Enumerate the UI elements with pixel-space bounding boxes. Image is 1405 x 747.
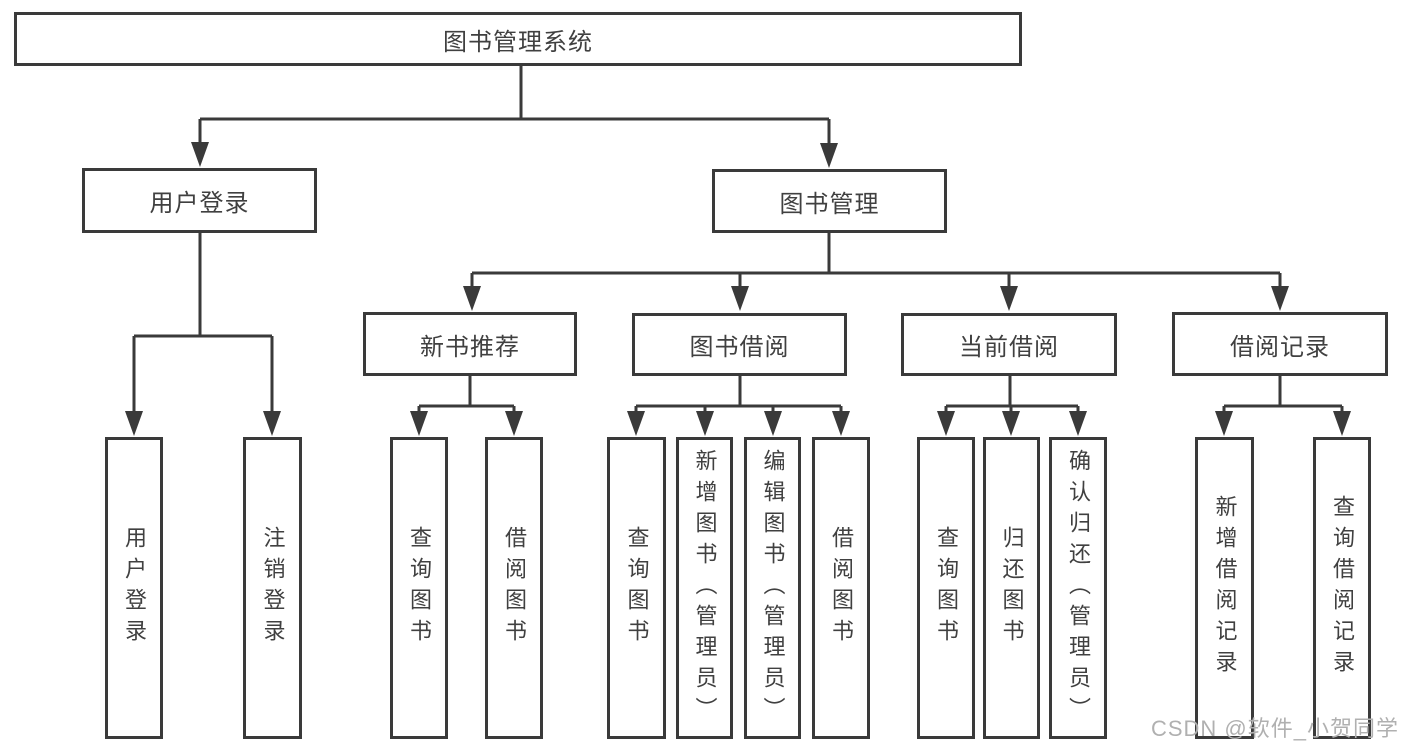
node-user-login: 用户登录	[82, 168, 317, 233]
node-borrow-records-label: 借阅记录	[1230, 333, 1330, 361]
leaf-return-books-label: 归还图书	[999, 526, 1025, 650]
leaf-borrow-books-recommend: 借阅图书	[485, 437, 543, 739]
leaf-query-books-recommend-label: 查询图书	[407, 526, 432, 650]
leaf-query-books-recommend: 查询图书	[390, 437, 448, 739]
leaf-query-books-borrow-label: 查询图书	[624, 526, 650, 650]
node-new-book-recommend-label: 新书推荐	[420, 333, 520, 361]
arrowheads	[125, 142, 1351, 436]
leaf-query-borrow-record: 查询借阅记录	[1313, 437, 1371, 739]
node-root-label: 图书管理系统	[443, 28, 593, 56]
leaf-query-books-current-label: 查询图书	[934, 526, 959, 650]
leaf-add-borrow-record: 新增借阅记录	[1195, 437, 1254, 739]
leaf-edit-book-admin: 编辑图书（管理员）	[744, 437, 801, 739]
node-root: 图书管理系统	[14, 12, 1022, 66]
leaf-edit-book-admin-label: 编辑图书（管理员）	[760, 448, 786, 728]
leaf-user-login: 用户登录	[105, 437, 163, 739]
leaf-borrow-books: 借阅图书	[812, 437, 870, 739]
leaf-query-books-borrow: 查询图书	[607, 437, 666, 739]
leaf-confirm-return-admin-label: 确认归还（管理员）	[1066, 448, 1091, 728]
leaf-return-books: 归还图书	[983, 437, 1040, 739]
node-user-login-label: 用户登录	[149, 190, 250, 217]
node-new-book-recommend: 新书推荐	[363, 312, 577, 376]
leaf-add-book-admin: 新增图书（管理员）	[676, 437, 733, 739]
leaf-logout: 注销登录	[243, 437, 302, 739]
node-book-management: 图书管理	[712, 169, 947, 233]
leaf-borrow-books-recommend-label: 借阅图书	[502, 526, 527, 650]
leaf-query-borrow-record-label: 查询借阅记录	[1330, 495, 1355, 681]
leaf-add-borrow-record-label: 新增借阅记录	[1212, 495, 1238, 681]
leaf-query-books-current: 查询图书	[917, 437, 975, 739]
node-book-borrow-label: 图书借阅	[689, 334, 790, 361]
leaf-user-login-label: 用户登录	[122, 526, 147, 650]
node-borrow-records: 借阅记录	[1172, 312, 1388, 376]
leaf-borrow-books-label: 借阅图书	[829, 526, 854, 650]
node-current-borrow: 当前借阅	[901, 313, 1117, 376]
leaf-confirm-return-admin: 确认归还（管理员）	[1049, 437, 1107, 739]
node-book-management-label: 图书管理	[779, 190, 880, 218]
csdn-watermark: CSDN @软件_小贺同学	[1150, 716, 1399, 741]
node-book-borrow: 图书借阅	[632, 313, 847, 376]
node-current-borrow-label: 当前借阅	[959, 334, 1059, 361]
leaf-add-book-admin-label: 新增图书（管理员）	[692, 448, 718, 728]
leaf-logout-label: 注销登录	[260, 526, 286, 650]
